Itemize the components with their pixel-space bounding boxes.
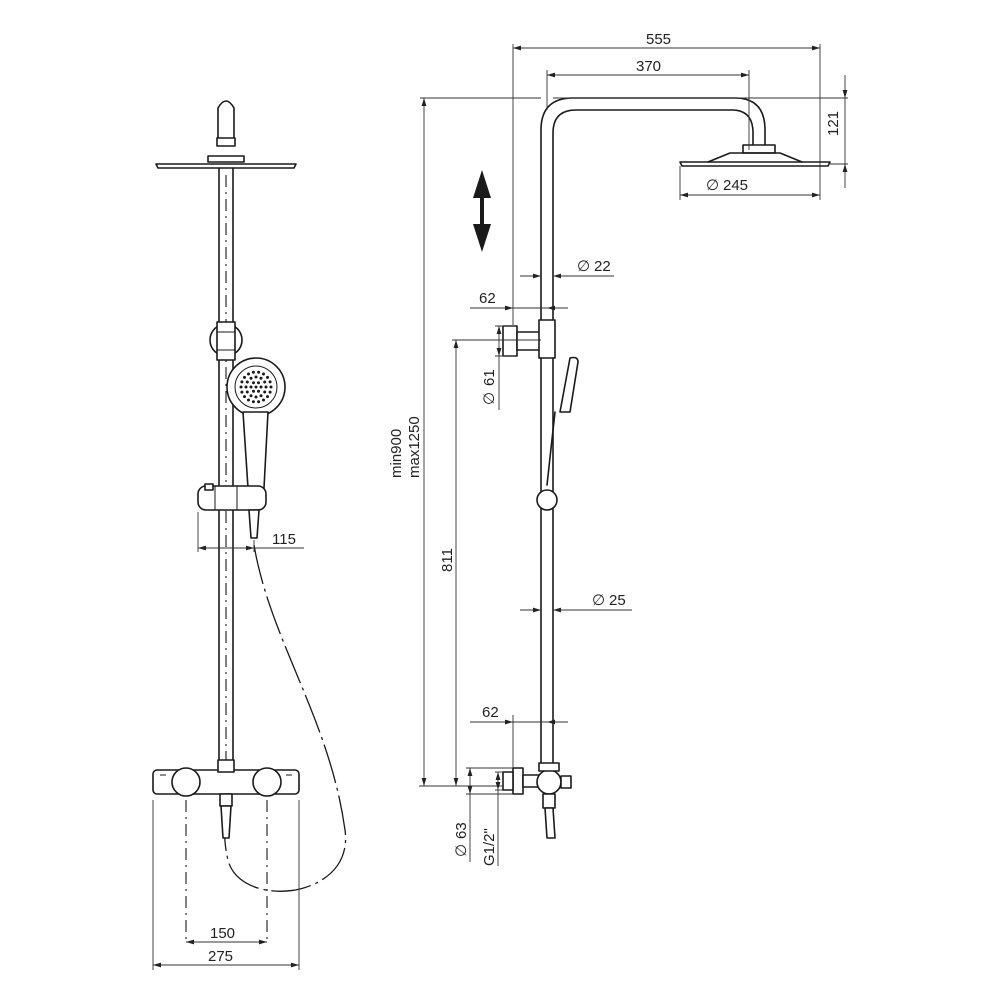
spray-nozzle bbox=[262, 372, 265, 376]
spray-nozzle bbox=[269, 385, 273, 389]
spray-nozzle bbox=[244, 385, 248, 389]
hose-connector bbox=[248, 509, 260, 539]
bracket-clamp-side bbox=[538, 319, 556, 359]
spray-nozzle bbox=[266, 395, 269, 399]
mixer-outlet bbox=[219, 793, 233, 807]
spray-nozzle bbox=[254, 385, 258, 389]
dim-riser-diameter-symbol: ∅ bbox=[592, 592, 605, 609]
dim-slider-offset: 115 bbox=[272, 531, 296, 548]
dim-offset-bottom: 62 bbox=[482, 704, 499, 721]
spray-nozzle bbox=[259, 385, 263, 389]
dim-inlet-flange-symbol: ∅ bbox=[453, 844, 470, 857]
wall-bracket-clamp bbox=[216, 321, 236, 361]
shower-hose bbox=[223, 544, 347, 892]
dim-height-min: min900 bbox=[388, 429, 405, 478]
spray-nozzle bbox=[239, 385, 243, 389]
hand-shower-handle-side bbox=[546, 411, 556, 486]
slider-knob bbox=[204, 483, 214, 491]
dim-head-diameter: 245 bbox=[723, 177, 748, 194]
spray-nozzle bbox=[249, 385, 253, 389]
spray-nozzle bbox=[257, 389, 260, 393]
spray-nozzle bbox=[262, 398, 265, 402]
hand-shower-handle bbox=[242, 411, 269, 489]
arm-head-collar bbox=[742, 144, 776, 154]
spray-nozzle bbox=[254, 395, 258, 399]
spray-nozzle bbox=[257, 400, 261, 404]
spray-nozzle bbox=[254, 375, 258, 379]
spray-nozzle bbox=[252, 389, 255, 393]
dim-riser-diameter: 25 bbox=[609, 592, 626, 609]
bath-spout bbox=[220, 805, 232, 839]
inlet-fitting bbox=[502, 771, 514, 791]
dim-bracket-diameter-symbol: ∅ bbox=[481, 392, 498, 405]
side-view: 555 370 121 ∅ 245 ∅ 22 62 ∅ 61 bbox=[388, 31, 848, 866]
dim-riser-top-symbol: ∅ bbox=[577, 258, 590, 275]
spray-nozzle bbox=[257, 370, 261, 374]
mixer-right-knob bbox=[252, 767, 282, 797]
spray-nozzle bbox=[247, 372, 250, 376]
dim-height-max: max1250 bbox=[406, 416, 423, 478]
riser-top-cap bbox=[217, 100, 235, 141]
spray-nozzle bbox=[263, 390, 267, 394]
spray-nozzle bbox=[243, 395, 246, 399]
spray-nozzle bbox=[264, 385, 268, 389]
spray-nozzle bbox=[240, 390, 244, 394]
spray-nozzles bbox=[239, 370, 273, 404]
dim-head-height: 121 bbox=[825, 111, 842, 136]
spray-nozzle bbox=[263, 380, 267, 384]
wall-bracket-arm bbox=[516, 331, 542, 351]
mixer-body-side bbox=[536, 769, 562, 795]
dim-arm-reach: 370 bbox=[636, 58, 661, 75]
spray-nozzle bbox=[268, 390, 272, 394]
spray-nozzle bbox=[252, 381, 255, 385]
spray-nozzle bbox=[247, 398, 250, 402]
spray-nozzle bbox=[243, 375, 246, 379]
head-shower-dome bbox=[707, 152, 803, 163]
riser-arm-outer bbox=[540, 97, 766, 326]
dim-inlet-spacing: 150 bbox=[210, 925, 235, 942]
spray-nozzle bbox=[251, 370, 255, 374]
mixer-left-knob bbox=[171, 767, 201, 797]
spray-nozzle bbox=[268, 380, 272, 384]
spray-nozzle bbox=[259, 394, 263, 398]
wall-flange-top bbox=[502, 325, 518, 357]
front-view: 150 275 115 bbox=[152, 100, 347, 970]
mixer-side-knob bbox=[560, 775, 572, 789]
mixer-riser-connector bbox=[217, 759, 235, 773]
spray-nozzle bbox=[240, 380, 244, 384]
riser-top-collar bbox=[216, 137, 236, 147]
spray-nozzle bbox=[249, 394, 253, 398]
spout-side bbox=[544, 807, 556, 839]
double-arrow-icon bbox=[473, 170, 491, 252]
dim-outlet-height: 811 bbox=[439, 548, 456, 572]
spray-nozzle bbox=[245, 390, 249, 394]
dim-total-width: 555 bbox=[646, 31, 671, 48]
dim-bracket-diameter: 61 bbox=[481, 369, 498, 386]
spray-nozzle bbox=[259, 376, 263, 380]
wall-flange-bottom bbox=[512, 767, 524, 795]
mixer-top-collar bbox=[538, 762, 560, 772]
dim-offset-top: 62 bbox=[479, 290, 496, 307]
spray-nozzle bbox=[251, 400, 255, 404]
riser-arm-inner bbox=[552, 109, 754, 326]
spray-nozzle bbox=[249, 376, 253, 380]
spray-nozzle bbox=[266, 375, 269, 379]
spray-nozzle bbox=[257, 381, 260, 385]
slider-side bbox=[536, 489, 558, 511]
dim-riser-top: 22 bbox=[594, 258, 611, 275]
hand-shower-side bbox=[559, 356, 579, 413]
spray-nozzle bbox=[245, 380, 249, 384]
dim-mixer-width: 275 bbox=[208, 948, 233, 965]
head-shower-connector bbox=[207, 155, 245, 163]
head-shower-front bbox=[155, 163, 297, 169]
dim-inlet-thread: G1/2" bbox=[481, 828, 498, 866]
head-shower-side bbox=[679, 161, 831, 167]
mixer-bottom-outlet bbox=[542, 793, 556, 809]
dim-head-diameter-symbol: ∅ bbox=[706, 177, 719, 194]
dim-inlet-flange: 63 bbox=[453, 822, 470, 839]
